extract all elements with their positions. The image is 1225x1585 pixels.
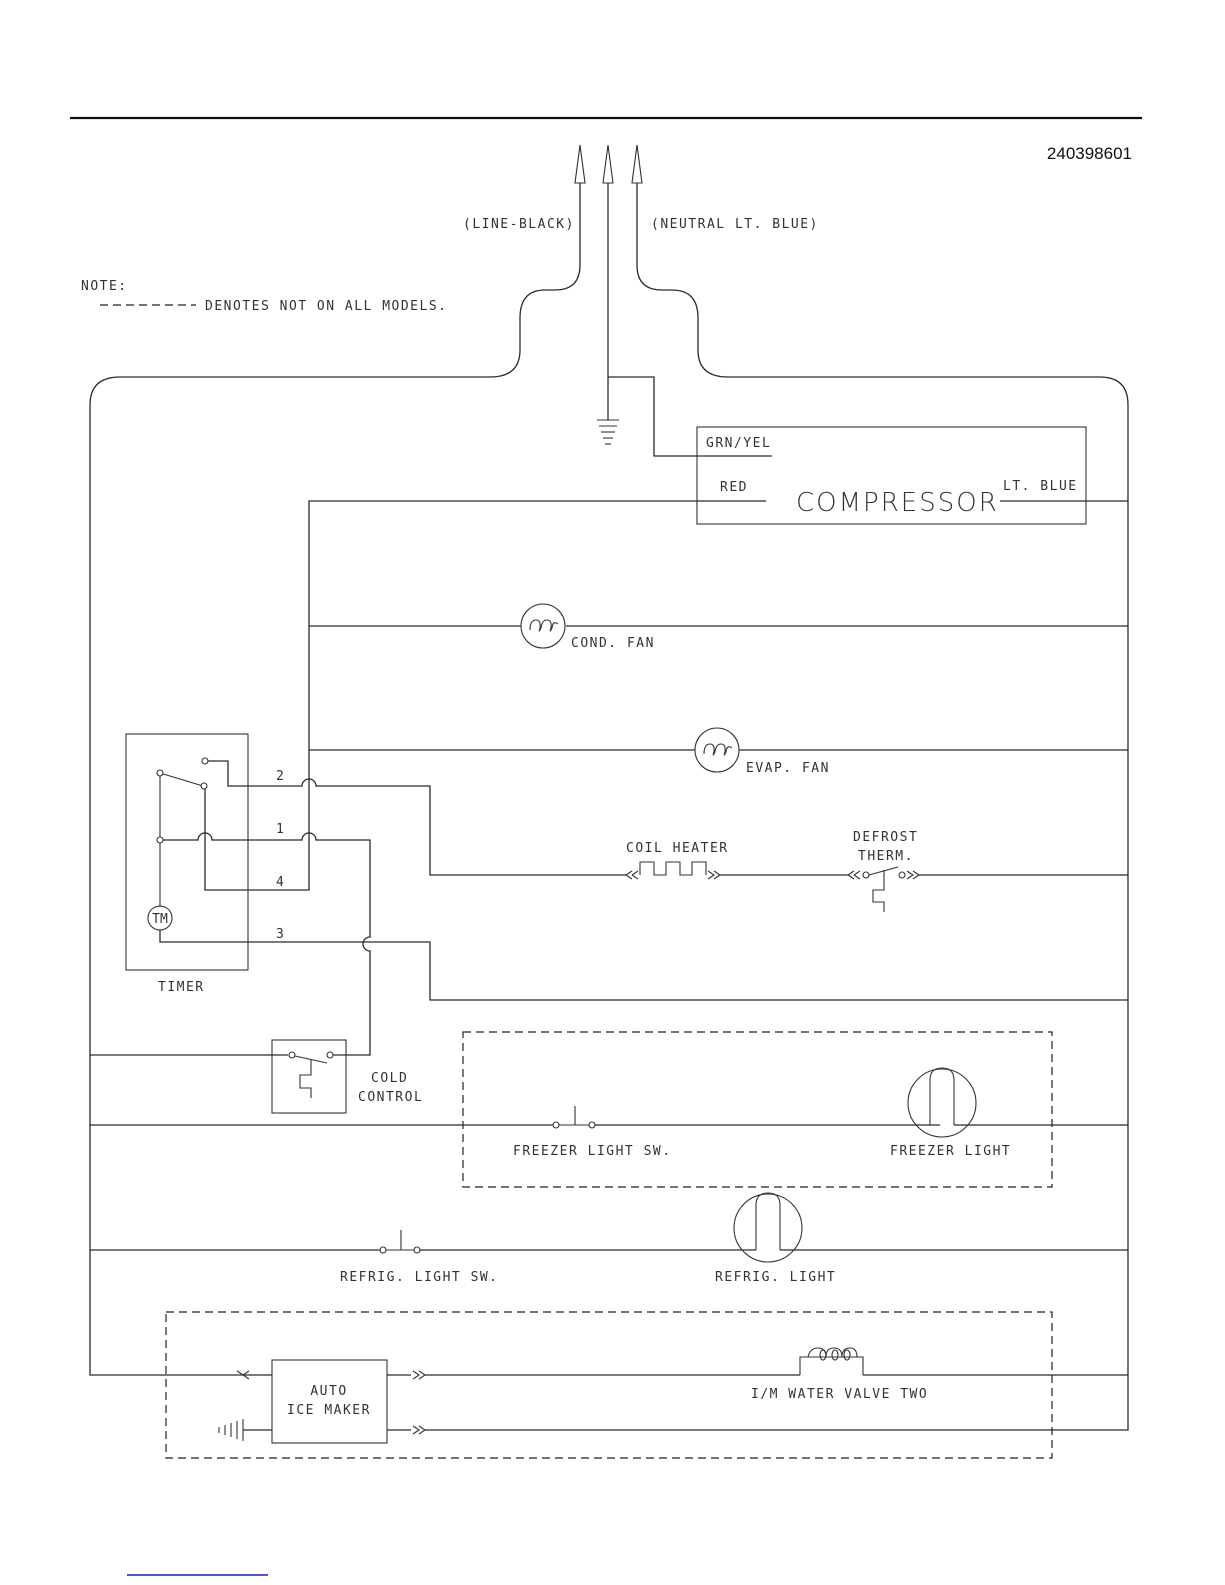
timer-terminal-2: 2 bbox=[276, 769, 285, 784]
refrig-light-sw-label: REFRIG. LIGHT SW. bbox=[340, 1270, 499, 1285]
compressor-label: COMPRESSOR bbox=[796, 488, 999, 518]
ground-arrow-icon bbox=[603, 145, 613, 183]
timer-terminal-4: 4 bbox=[276, 875, 285, 890]
note-title: NOTE: bbox=[81, 279, 128, 294]
neutral-wire bbox=[425, 183, 1128, 1430]
coil-heater-icon bbox=[626, 862, 720, 879]
water-valve-coil-icon bbox=[800, 1348, 863, 1375]
defrost-therm-icon bbox=[848, 867, 919, 912]
cold-control-label-2: CONTROL bbox=[358, 1090, 423, 1105]
svg-text:TM: TM bbox=[152, 912, 168, 927]
defrost-therm-label-2: THERM. bbox=[858, 849, 914, 864]
freezer-light-optional-group bbox=[463, 1032, 1052, 1187]
timer-terminal-2-wire bbox=[208, 761, 626, 875]
neutral-label: (NEUTRAL LT. BLUE) bbox=[651, 217, 819, 232]
ice-maker-label-2: ICE MAKER bbox=[287, 1403, 371, 1418]
evap-fan-label: EVAP. FAN bbox=[746, 761, 830, 776]
freezer-light-sw-label: FREEZER LIGHT SW. bbox=[513, 1144, 672, 1159]
ice-maker-label-1: AUTO bbox=[310, 1384, 347, 1399]
cond-fan-motor-icon bbox=[521, 604, 565, 648]
compressor-wire-ground: GRN/YEL bbox=[706, 436, 771, 451]
note-text: DENOTES NOT ON ALL MODELS. bbox=[205, 299, 448, 314]
coil-heater-label: COIL HEATER bbox=[626, 841, 729, 856]
refrig-light-bulb-icon bbox=[734, 1193, 802, 1262]
timer-box bbox=[126, 734, 248, 970]
timer-switch-icon bbox=[157, 758, 208, 907]
ice-maker-out-connector-icon bbox=[413, 1371, 425, 1379]
refrig-light-label: REFRIG. LIGHT bbox=[715, 1270, 836, 1285]
freezer-light-switch-icon bbox=[553, 1106, 595, 1128]
timer-terminal-3: 3 bbox=[276, 927, 285, 942]
refrig-light-switch-icon bbox=[380, 1230, 420, 1253]
ice-maker-ground-icon bbox=[219, 1419, 243, 1441]
timer-terminal-1: 1 bbox=[276, 822, 285, 837]
freezer-light-label: FREEZER LIGHT bbox=[890, 1144, 1011, 1159]
ground-icon bbox=[597, 420, 619, 444]
ice-maker-out2-connector-icon bbox=[413, 1426, 425, 1434]
cond-fan-label: COND. FAN bbox=[571, 636, 655, 651]
ice-maker-box bbox=[272, 1360, 387, 1443]
line-wire bbox=[90, 183, 580, 1375]
cold-control-switch-icon bbox=[289, 1052, 333, 1098]
cold-control-box bbox=[272, 1040, 346, 1113]
line-arrow-icon bbox=[575, 145, 585, 183]
timer-motor-icon: TM bbox=[148, 906, 172, 930]
water-valve-label: I/M WATER VALVE TWO bbox=[751, 1387, 928, 1402]
ice-maker-optional-group bbox=[166, 1312, 1052, 1458]
neutral-arrow-icon bbox=[632, 145, 642, 183]
compressor-red-wire bbox=[205, 501, 766, 890]
defrost-therm-label-1: DEFROST bbox=[853, 830, 918, 845]
timer-label: TIMER bbox=[158, 980, 205, 995]
line-label: (LINE-BLACK) bbox=[463, 217, 575, 232]
part-number: 240398601 bbox=[1047, 144, 1132, 163]
timer-terminal-3-wire bbox=[160, 930, 1128, 1000]
timer-terminal-1-wire bbox=[163, 833, 370, 1055]
compressor-wire-blue: LT. BLUE bbox=[1003, 479, 1078, 494]
compressor-wire-red: RED bbox=[720, 480, 748, 495]
evap-fan-motor-icon bbox=[695, 728, 739, 772]
cold-control-label-1: COLD bbox=[371, 1071, 408, 1086]
freezer-light-bulb-icon bbox=[908, 1068, 976, 1137]
